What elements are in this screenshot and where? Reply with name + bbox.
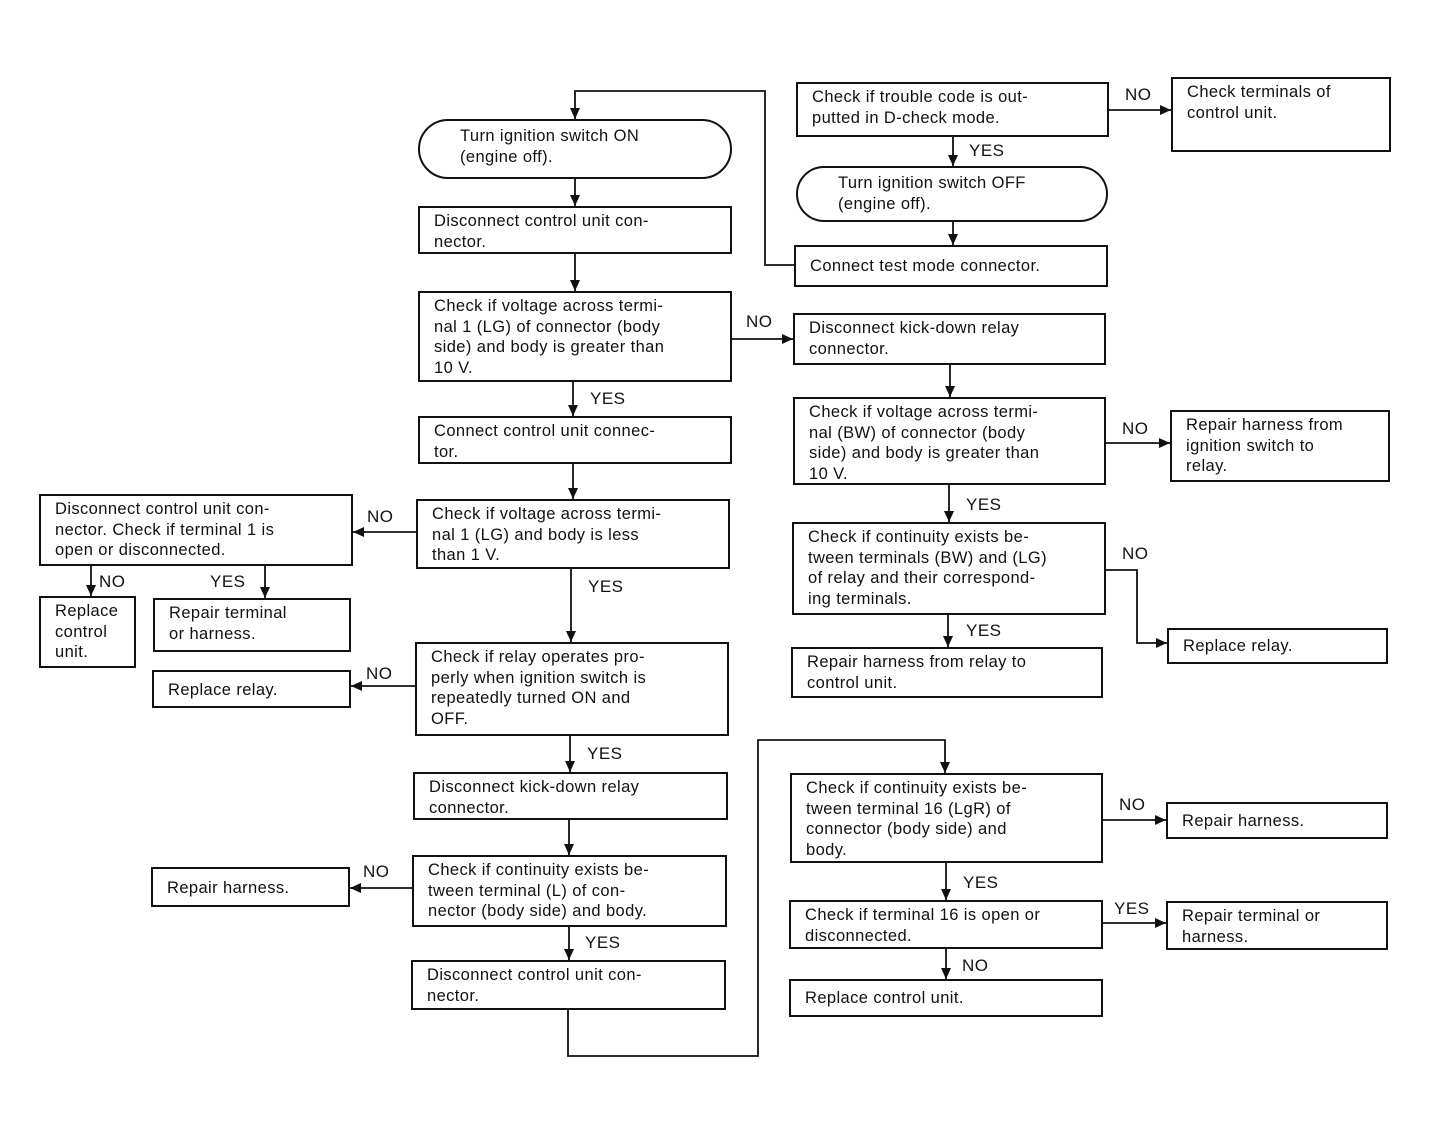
arrow-contbw-to-repair-arrowhead: [943, 636, 953, 647]
arrow-contbw-no-arrowhead: [1156, 638, 1167, 648]
terminal-16-check: Check if terminal 16 is open or disconne…: [789, 900, 1103, 949]
arrow-volt1-to-relay-arrowhead: [566, 631, 576, 642]
arrow-volt10-to-conn-arrowhead: [568, 405, 578, 416]
line-testmode-loop-arrowhead: [570, 108, 580, 119]
disconnect-kickdown-right: Disconnect kick-down relay connector.: [793, 313, 1106, 365]
term16-no-label: NO: [962, 956, 989, 975]
replace-cu-left: Replace control unit.: [39, 596, 136, 668]
arrow-ign-to-disc1-arrowhead: [570, 195, 580, 206]
arrow-relay-to-disckd-arrowhead: [565, 761, 575, 772]
arrow-trouble-no-arrowhead: [1160, 105, 1171, 115]
trouble-yes-label: YES: [969, 141, 1005, 160]
disconnect-kickdown-step: Disconnect kick-down relay connector.: [413, 772, 728, 820]
arrow-disc1-to-volt10-arrowhead: [570, 280, 580, 291]
arrow-contl-to-disc2-arrowhead: [564, 949, 574, 960]
line-volt10-no-arrowhead: [782, 334, 793, 344]
arrow-voltbw-to-contbw-arrowhead: [944, 511, 954, 522]
replace-relay-left: Replace relay.: [152, 670, 351, 708]
contl-no-label: NO: [363, 862, 390, 881]
repair-terminal-left: Repair terminal or harness.: [153, 598, 351, 652]
term16-yes-label: YES: [1114, 899, 1150, 918]
volt10-yes-label: YES: [590, 389, 626, 408]
continuity-16-check: Check if continuity exists be- tween ter…: [790, 773, 1103, 863]
trouble-code-check: Check if trouble code is out- putted in …: [796, 82, 1109, 137]
voltage-1v-check: Check if voltage across termi- nal 1 (LG…: [416, 499, 730, 569]
relay-no-label: NO: [366, 664, 393, 683]
arrow-trouble-to-ignoff-arrowhead: [948, 155, 958, 166]
line-disc2-to-cont16-arrowhead: [940, 762, 950, 773]
arrow-term16-to-replcu-arrowhead: [941, 968, 951, 979]
repair-relay-cu: Repair harness from relay to control uni…: [791, 647, 1103, 698]
repair-harness-left: Repair harness.: [151, 867, 350, 907]
replace-cu-right: Replace control unit.: [789, 979, 1103, 1017]
arrow-cont16-to-term16-arrowhead: [941, 889, 951, 900]
arrow-volt1-no-arrowhead: [353, 527, 364, 537]
ign-off-step: Turn ignition switch OFF (engine off).: [796, 166, 1108, 222]
disconnect-check-open: Disconnect control unit con- nector. Che…: [39, 494, 353, 566]
contbw-yes-label: YES: [966, 621, 1002, 640]
relay-operation-check: Check if relay operates pro- perly when …: [415, 642, 729, 736]
arrow-term16-yes-arrowhead: [1155, 918, 1166, 928]
contl-yes-label: YES: [585, 933, 621, 952]
arrow-contl-no-arrowhead: [350, 883, 361, 893]
check-cu-terminals: Check terminals of control unit.: [1171, 77, 1391, 152]
trouble-no-label: NO: [1125, 85, 1152, 104]
voltage-bw-check: Check if voltage across termi- nal (BW) …: [793, 397, 1106, 485]
volt1-no-label: NO: [367, 507, 394, 526]
continuity-bw-check: Check if continuity exists be- tween ter…: [792, 522, 1106, 615]
arrow-cont16-no-arrowhead: [1155, 815, 1166, 825]
arrow-open-yes-arrowhead: [260, 587, 270, 598]
relay-yes-label: YES: [587, 744, 623, 763]
contbw-no-label: NO: [1122, 544, 1149, 563]
repair-harness-right: Repair harness.: [1166, 802, 1388, 839]
connect-cu-step: Connect control unit connec- tor.: [418, 416, 732, 464]
test-mode-step: Connect test mode connector.: [794, 245, 1108, 287]
arrow-relay-no-arrowhead: [351, 681, 362, 691]
voltbw-yes-label: YES: [966, 495, 1002, 514]
arrow-voltbw-no-arrowhead: [1159, 438, 1170, 448]
arrow-ignoff-to-testmode-arrowhead: [948, 234, 958, 245]
open-yes-label: YES: [210, 572, 246, 591]
cont16-no-label: NO: [1119, 795, 1146, 814]
disconnect-cu-final: Disconnect control unit con- nector.: [411, 960, 726, 1010]
arrow-disckd2-to-voltbw-arrowhead: [945, 386, 955, 397]
open-no-label: NO: [99, 572, 126, 591]
disconnect-cu-step: Disconnect control unit con- nector.: [418, 206, 732, 254]
replace-relay-right: Replace relay.: [1167, 628, 1388, 664]
line-disc2-to-cont16: [567, 739, 946, 1057]
volt10-no-label: NO: [746, 312, 773, 331]
arrow-open-no-arrowhead: [86, 585, 96, 596]
line-testmode-loop: [574, 90, 794, 266]
voltage-10v-check: Check if voltage across termi- nal 1 (LG…: [418, 291, 732, 382]
repair-ign-relay: Repair harness from ignition switch to r…: [1170, 410, 1390, 482]
arrow-conn-to-volt1-arrowhead: [568, 488, 578, 499]
voltbw-no-label: NO: [1122, 419, 1149, 438]
arrow-disckd-to-contl-arrowhead: [564, 844, 574, 855]
cont16-yes-label: YES: [963, 873, 999, 892]
continuity-l-check: Check if continuity exists be- tween ter…: [412, 855, 727, 927]
volt1-yes-label: YES: [588, 577, 624, 596]
ign-on-step: Turn ignition switch ON (engine off).: [418, 119, 732, 179]
repair-terminal-right: Repair terminal or harness.: [1166, 901, 1388, 950]
arrow-contbw-no: [1106, 569, 1167, 644]
